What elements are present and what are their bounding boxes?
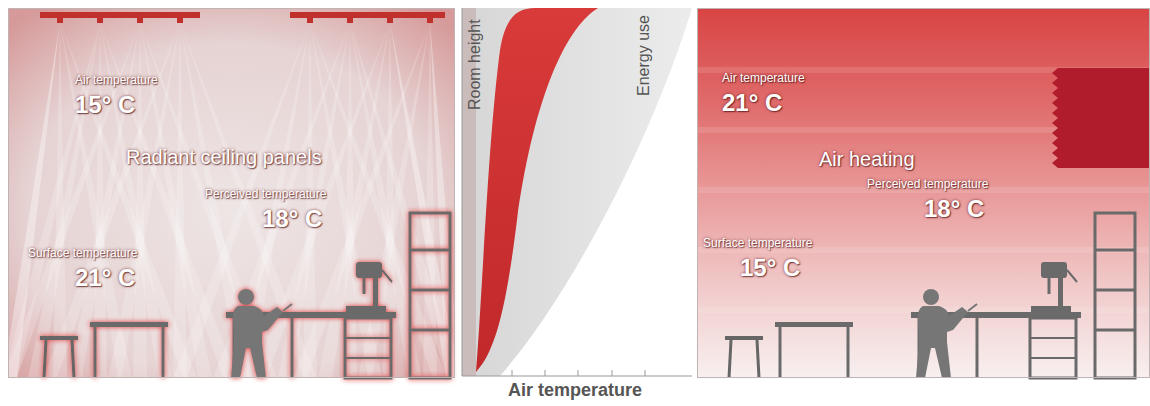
axis-label: Air temperature xyxy=(508,381,642,399)
temperature-label: Perceived temperature xyxy=(867,178,988,190)
air-temperature-profile xyxy=(476,8,598,372)
ceiling-panel xyxy=(40,12,200,18)
axis-tick xyxy=(512,370,513,376)
chart-ground xyxy=(462,8,692,376)
axis-tick xyxy=(645,370,646,376)
radiant-beam xyxy=(423,22,437,378)
temperature-value: 15° C xyxy=(740,256,800,280)
radiant-beam xyxy=(358,22,430,378)
axis-ticks xyxy=(512,370,645,376)
temperature-value: 18° C xyxy=(924,197,984,221)
axis-tick xyxy=(578,370,579,376)
temperature-value: 18° C xyxy=(262,207,322,231)
panel-heading: Air heating xyxy=(819,149,915,169)
temperature-value: 15° C xyxy=(75,93,135,117)
panel-hanger xyxy=(307,18,313,23)
panel-hangers xyxy=(57,18,433,23)
panel-hanger xyxy=(427,18,433,23)
axis-tick xyxy=(545,370,546,376)
radiant-beam xyxy=(430,22,460,378)
radiant-beam xyxy=(430,22,460,378)
y-axis xyxy=(462,8,463,376)
air-heating-room: Air heating xyxy=(697,8,1150,378)
temperature-label: Air temperature xyxy=(722,72,805,84)
panel-hanger xyxy=(387,18,393,23)
radiant-beams xyxy=(3,22,460,378)
axis-label: Energy use xyxy=(636,15,652,96)
temperature-label: Air temperature xyxy=(75,74,158,86)
temperature-label: Surface temperature xyxy=(28,247,137,259)
panel-hanger xyxy=(347,18,353,23)
air-heater xyxy=(1052,68,1150,168)
ceiling-panel xyxy=(290,12,445,18)
panel-hanger xyxy=(57,18,63,23)
temperature-label: Perceived temperature xyxy=(205,188,326,200)
x-axis xyxy=(462,376,692,377)
panel-hanger xyxy=(137,18,143,23)
panel-hanger xyxy=(177,18,183,23)
temperature-value: 21° C xyxy=(722,91,782,115)
axis-tick xyxy=(612,370,613,376)
axis-label: Room height xyxy=(467,19,483,110)
radiant-beam xyxy=(173,22,187,378)
temperature-label: Surface temperature xyxy=(703,237,812,249)
energy-use-area xyxy=(462,8,692,376)
panel-hanger xyxy=(97,18,103,23)
workshop-scene-radiant xyxy=(40,213,450,378)
temperature-value: 21° C xyxy=(75,266,135,290)
panel-heading: Radiant ceiling panels xyxy=(126,147,322,167)
air-heated-room xyxy=(697,8,1150,378)
